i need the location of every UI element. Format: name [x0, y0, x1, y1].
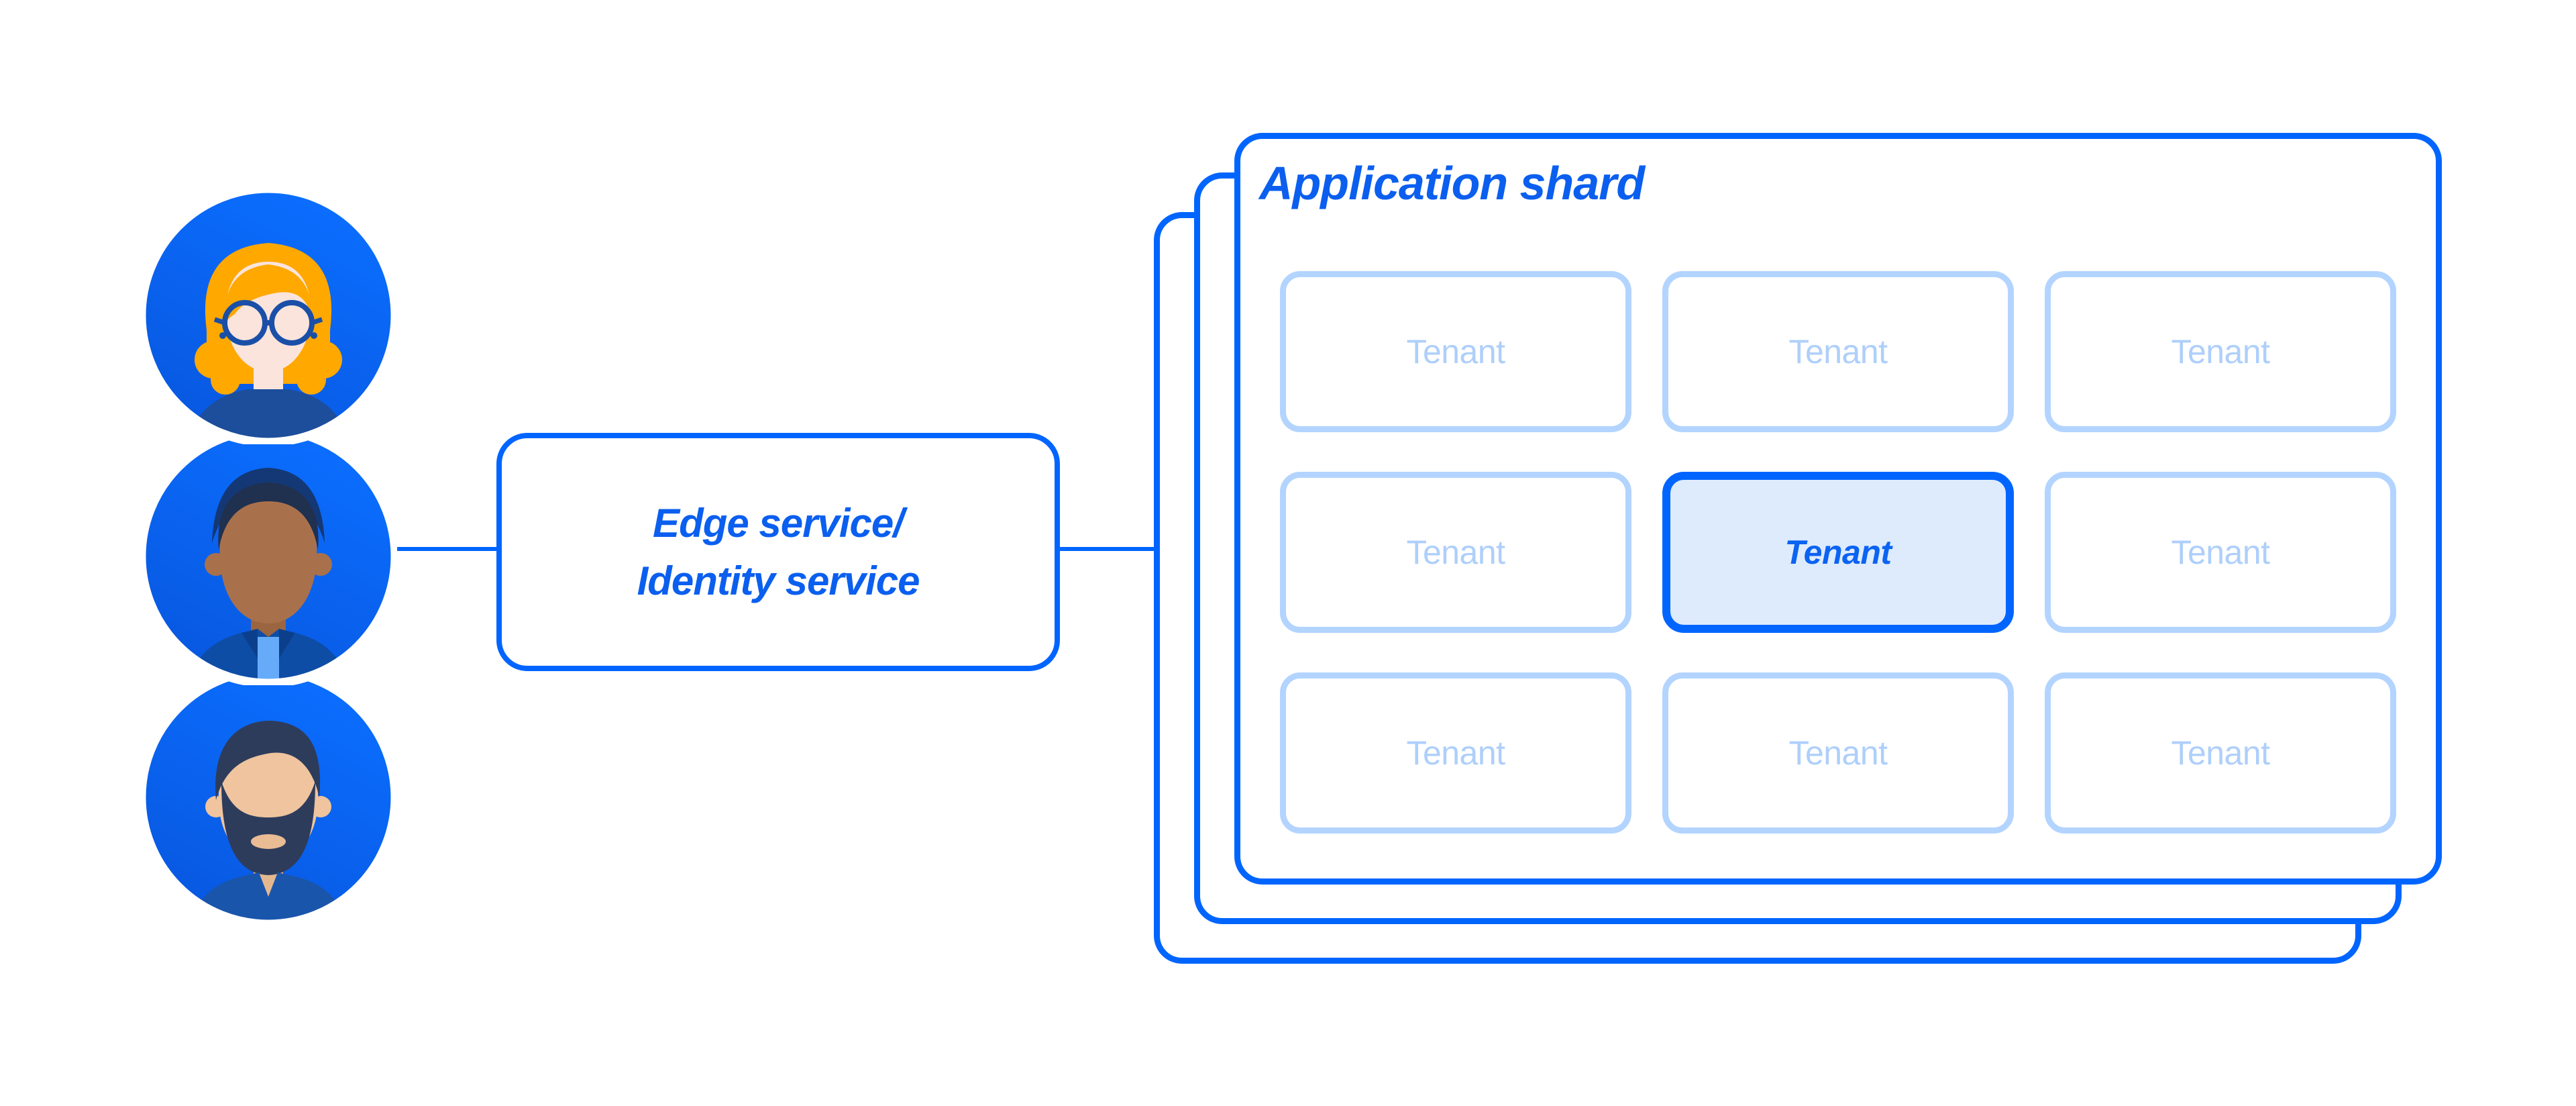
connector-edge-service-to-shard	[1059, 547, 1157, 551]
shard-card-front: Application shard Tenant Tenant Tenant T…	[1234, 133, 2442, 885]
tenant-grid: Tenant Tenant Tenant Tenant Tenant Tenan…	[1280, 271, 2396, 834]
tenant-box: Tenant	[2045, 472, 2396, 633]
tenant-box: Tenant	[1280, 672, 1631, 834]
tenant-box: Tenant	[1280, 472, 1631, 633]
tenant-box: Tenant	[1662, 271, 2014, 432]
avatar-man-icon	[140, 428, 397, 685]
tenant-box: Tenant	[1662, 672, 2014, 834]
edge-service-label-line1: Edge service/	[653, 500, 904, 546]
tenant-box: Tenant	[2045, 672, 2396, 834]
avatar-woman-glasses-icon	[140, 187, 397, 444]
tenant-box: Tenant	[2045, 271, 2396, 432]
application-shard-title: Application shard	[1259, 157, 1645, 209]
tenant-box: Tenant	[1280, 271, 1631, 432]
avatar-man-beard-icon	[140, 668, 397, 926]
edge-service-label-line2: Identity service	[637, 558, 920, 603]
edge-identity-service-box: Edge service/ Identity service	[496, 433, 1060, 671]
tenant-box-highlighted: Tenant	[1662, 472, 2014, 633]
connector-users-to-edge-service	[394, 547, 496, 551]
